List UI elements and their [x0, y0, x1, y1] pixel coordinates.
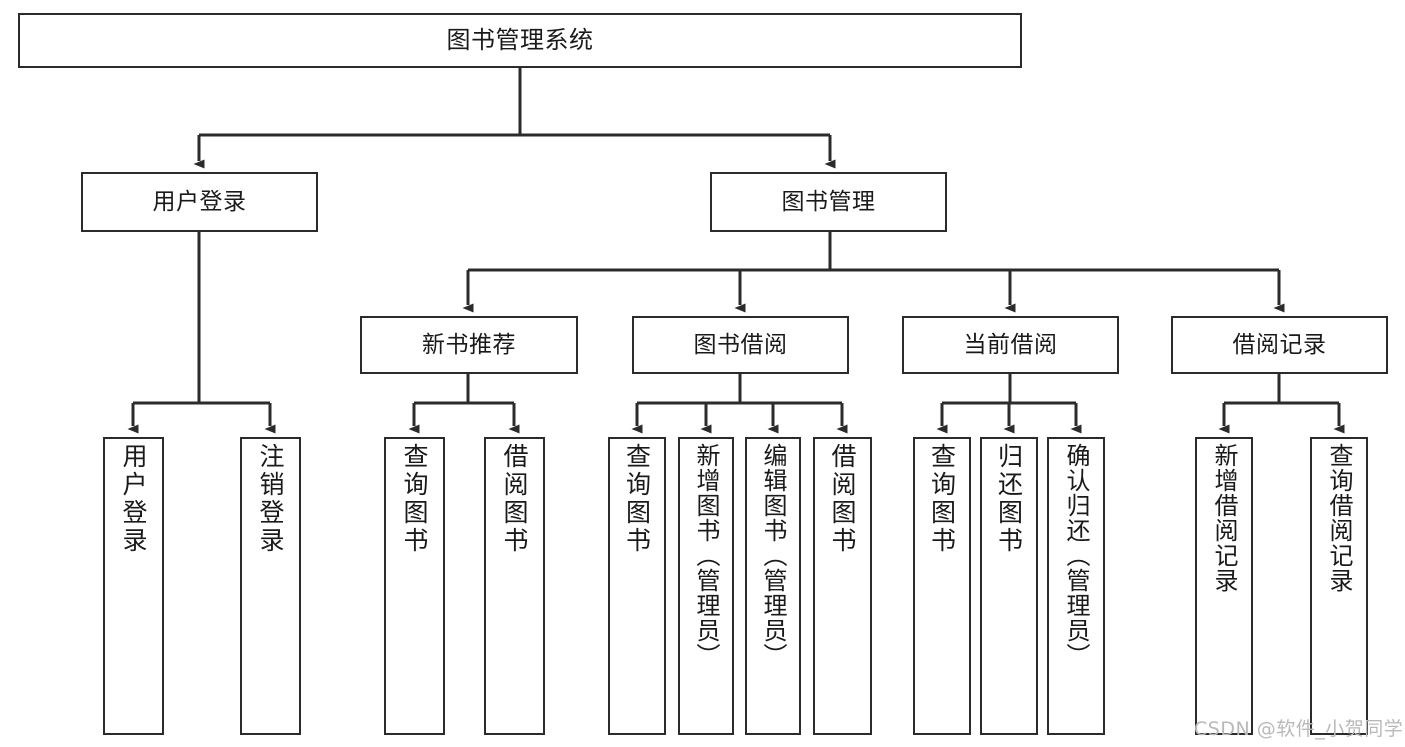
csdn-watermark: CSDN @软件_小贺同学	[1194, 718, 1404, 740]
leaf-user-logout[interactable]: 注销登录	[240, 437, 301, 735]
node-label: 查询借阅记录	[1325, 443, 1353, 593]
node-label: 确认归还（管理员）	[1062, 443, 1090, 668]
node-book-borrow[interactable]: 图书借阅	[632, 316, 849, 374]
node-current-borrow[interactable]: 当前借阅	[902, 316, 1119, 374]
node-label: 查询图书	[927, 443, 957, 555]
node-book-management[interactable]: 图书管理	[710, 172, 947, 232]
leaf-add-borrow-record[interactable]: 新增借阅记录	[1195, 437, 1253, 735]
leaf-borrow-book-recommend[interactable]: 借阅图书	[484, 437, 545, 735]
node-label: 当前借阅	[963, 331, 1058, 358]
node-label: 图书管理系统	[446, 25, 594, 54]
leaf-add-book-admin[interactable]: 新增图书（管理员）	[678, 437, 734, 735]
node-label: 用户登录	[152, 188, 247, 215]
node-label: 查询图书	[622, 443, 652, 555]
node-label: 归还图书	[994, 443, 1024, 555]
leaf-confirm-return-admin[interactable]: 确认归还（管理员）	[1047, 437, 1105, 735]
node-label: 新增借阅记录	[1210, 443, 1238, 593]
node-label: 图书借阅	[693, 331, 788, 358]
node-label: 图书管理	[781, 188, 876, 215]
node-label: 用户登录	[119, 443, 148, 555]
node-root-system[interactable]: 图书管理系统	[18, 13, 1022, 68]
node-label: 新增图书（管理员）	[692, 443, 720, 668]
leaf-user-login[interactable]: 用户登录	[103, 437, 164, 735]
node-label: 编辑图书（管理员）	[759, 443, 787, 668]
node-borrow-records[interactable]: 借阅记录	[1171, 316, 1388, 374]
leaf-return-book[interactable]: 归还图书	[980, 437, 1038, 735]
leaf-query-book-recommend[interactable]: 查询图书	[384, 437, 445, 735]
node-label: 借阅记录	[1232, 331, 1327, 358]
node-label: 借阅图书	[500, 443, 529, 555]
node-label: 查询图书	[400, 443, 429, 555]
node-label: 新书推荐	[422, 331, 516, 358]
leaf-query-book-current[interactable]: 查询图书	[913, 437, 971, 735]
node-new-book-recommend[interactable]: 新书推荐	[360, 316, 578, 374]
leaf-query-book-borrow[interactable]: 查询图书	[608, 437, 666, 735]
node-label: 注销登录	[256, 443, 285, 555]
leaf-borrow-book[interactable]: 借阅图书	[813, 437, 872, 735]
node-label: 借阅图书	[828, 443, 857, 555]
leaf-edit-book-admin[interactable]: 编辑图书（管理员）	[745, 437, 801, 735]
leaf-query-borrow-record[interactable]: 查询借阅记录	[1310, 437, 1368, 735]
node-user-login[interactable]: 用户登录	[81, 172, 318, 232]
